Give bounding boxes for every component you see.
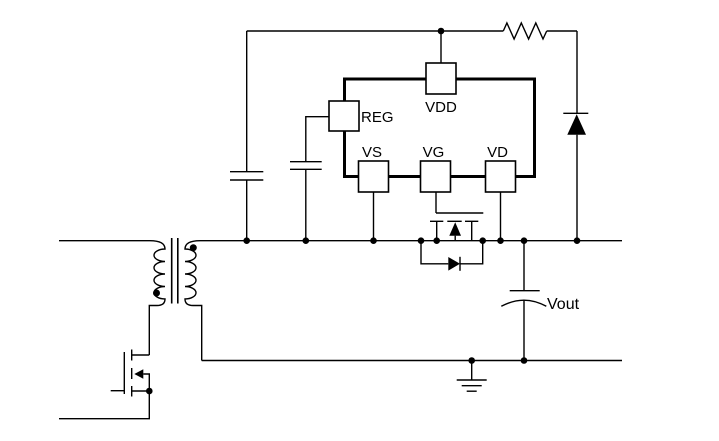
mosfet-left <box>59 349 153 420</box>
capacitor-2 <box>290 116 329 241</box>
junction-dots <box>243 237 581 364</box>
body-diode <box>420 240 484 271</box>
secondary-winding <box>184 240 203 361</box>
resistor <box>502 21 548 41</box>
pin-label-reg: REG <box>361 109 394 126</box>
mosfet-center <box>430 192 484 241</box>
output-capacitor <box>500 240 547 361</box>
diode <box>563 31 589 241</box>
pin-label-vs: VS <box>362 144 382 161</box>
pin-vg <box>419 160 452 193</box>
controller-ic: VDD REG VS VG VD <box>328 62 536 193</box>
transformer <box>148 238 203 361</box>
pin-wires <box>372 192 502 241</box>
pin-label-vdd: VDD <box>425 99 457 116</box>
source-return-wire <box>59 391 150 420</box>
primary-winding <box>148 240 166 355</box>
top-supply-wire <box>246 27 577 172</box>
ground-symbol <box>456 360 487 392</box>
vout-label: Vout <box>547 296 580 313</box>
pin-reg <box>328 100 360 132</box>
junction-dot <box>437 27 445 35</box>
capacitor-1 <box>230 171 264 241</box>
pin-vs <box>357 160 390 193</box>
pin-label-vd: VD <box>487 144 508 161</box>
body-arrow <box>134 369 144 379</box>
body-arrow <box>449 222 461 236</box>
pin-vd <box>484 160 517 193</box>
phase-dot-secondary <box>189 244 197 252</box>
phase-dot-primary <box>153 289 160 297</box>
pin-vdd <box>425 62 457 95</box>
pin-label-vg: VG <box>423 144 445 161</box>
